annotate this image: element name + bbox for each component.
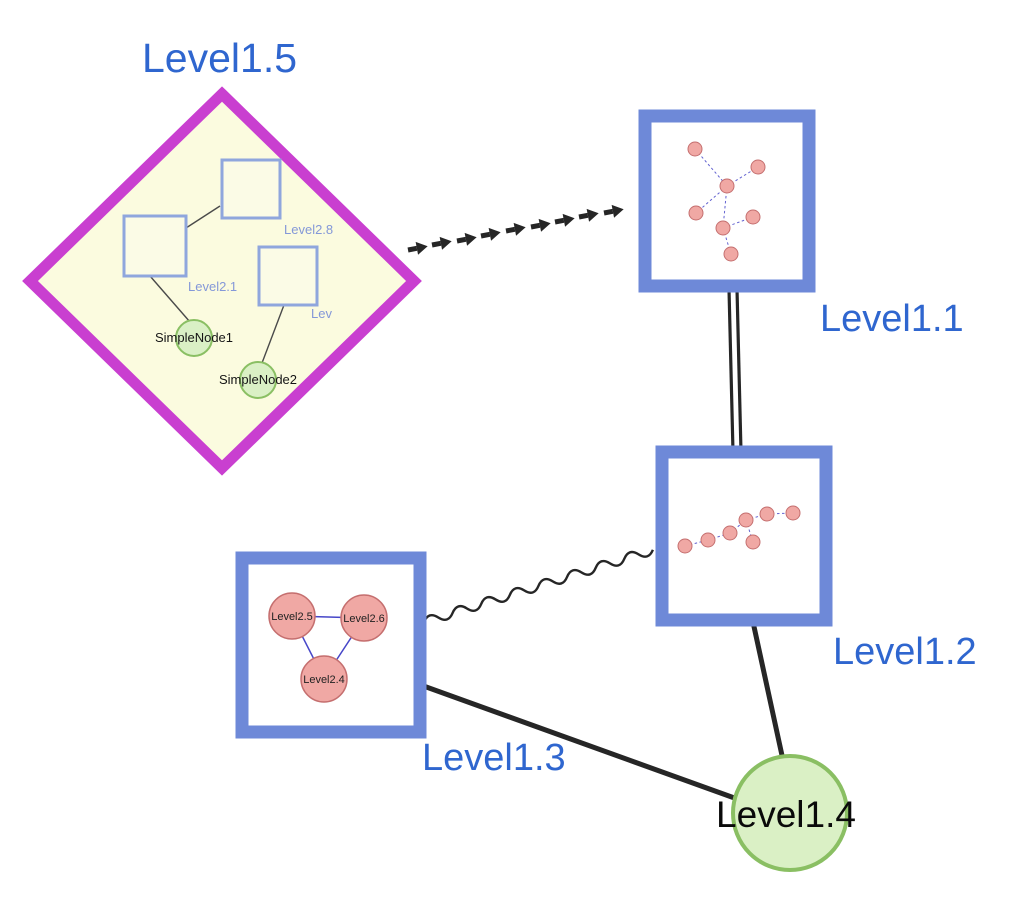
arrow-dash-icon	[504, 220, 527, 238]
mini-node[interactable]	[745, 209, 761, 225]
edge-level1_1-level1_2[interactable]	[727, 288, 743, 453]
square-shape[interactable]	[638, 109, 816, 293]
mini-node[interactable]	[738, 512, 754, 528]
arrow-dash-icon	[577, 206, 600, 224]
diamond-shape[interactable]	[22, 86, 422, 476]
mini-node[interactable]	[719, 178, 735, 194]
inner-group-label: Level2.1	[188, 279, 237, 294]
group-label-level1_2: Level1.2	[833, 631, 977, 673]
edge-level1_3-level1_4[interactable]	[415, 681, 743, 803]
mini-edge[interactable]	[745, 519, 754, 543]
node-level2_6[interactable]	[340, 594, 388, 642]
mini-node[interactable]	[715, 220, 731, 236]
arrow-dash-icon	[553, 211, 576, 229]
double-edge-line	[727, 288, 735, 453]
edge-level1_3-level1_2[interactable]	[422, 546, 655, 627]
mini-node[interactable]	[722, 525, 738, 541]
node-label-level2_4: Level2.4	[303, 674, 345, 686]
arrow-dash-icon	[406, 239, 429, 257]
inner-edge[interactable]	[261, 304, 285, 364]
square-shape[interactable]	[655, 445, 833, 627]
group-label-level1_1: Level1.1	[820, 298, 964, 340]
mini-node[interactable]	[785, 505, 801, 521]
node-label-level2_6: Level2.6	[343, 613, 385, 625]
mini-node[interactable]	[759, 506, 775, 522]
group-label-level1_3: Level1.3	[422, 737, 566, 779]
mini-graph-level1_2	[677, 505, 801, 554]
mini-node[interactable]	[687, 141, 703, 157]
arrow-dash-icon	[455, 230, 478, 248]
group-node-level1_5[interactable]: Level2.1 Level2.8 Lev SimpleNode1 Simple…	[22, 86, 422, 476]
wavy-edge-path	[422, 549, 655, 623]
group-label-level1_5: Level1.5	[142, 35, 297, 81]
group-node-level1_1[interactable]	[638, 109, 816, 293]
arrow-dash-icon	[430, 234, 453, 252]
node-label-simplenode2: SimpleNode2	[219, 372, 297, 387]
mini-edge[interactable]	[745, 513, 768, 521]
mini-node[interactable]	[700, 532, 716, 548]
double-edge-line	[735, 288, 743, 453]
mini-node[interactable]	[745, 534, 761, 550]
inner-group-level2_8[interactable]	[220, 158, 282, 220]
inner-group-level2_1[interactable]	[122, 214, 188, 278]
mini-graph-level1_1	[687, 141, 766, 262]
group-node-level1_3[interactable]: Level2.5 Level2.6 Level2.4	[235, 551, 427, 739]
group-node-level1_2[interactable]	[655, 445, 833, 627]
arrow-dash-icon	[479, 225, 502, 243]
edge-level1_5-level1_1[interactable]	[406, 202, 625, 257]
mini-graph-level1_3: Level2.5 Level2.6 Level2.4	[268, 592, 388, 703]
mini-node[interactable]	[750, 159, 766, 175]
edge-level1_2-level1_4[interactable]	[750, 619, 786, 763]
node-simplenode2[interactable]	[239, 361, 277, 399]
arrow-dash-icon	[602, 202, 625, 220]
node-simplenode1[interactable]	[175, 319, 213, 357]
arrow-dash-icon	[529, 216, 552, 234]
node-label-simplenode1: SimpleNode1	[155, 330, 233, 345]
mini-edge[interactable]	[684, 539, 709, 547]
node-level1_4[interactable]	[731, 754, 849, 872]
inner-edge[interactable]	[185, 205, 221, 229]
inner-group-label: Lev	[311, 306, 332, 321]
mini-edge[interactable]	[694, 148, 728, 187]
node-label-level2_5: Level2.5	[271, 611, 313, 623]
mini-node[interactable]	[723, 246, 739, 262]
inner-edge[interactable]	[149, 275, 191, 323]
mini-node[interactable]	[677, 538, 693, 554]
square-shape[interactable]	[235, 551, 427, 739]
inner-group-label: Level2.8	[284, 222, 333, 237]
inner-group-lev[interactable]	[257, 245, 319, 307]
mini-node[interactable]	[688, 205, 704, 221]
node-level2_4[interactable]	[300, 655, 348, 703]
node-level2_5[interactable]	[268, 592, 316, 640]
node-label-level1_4: Level1.4	[716, 794, 856, 835]
mini-edge[interactable]	[707, 532, 731, 541]
